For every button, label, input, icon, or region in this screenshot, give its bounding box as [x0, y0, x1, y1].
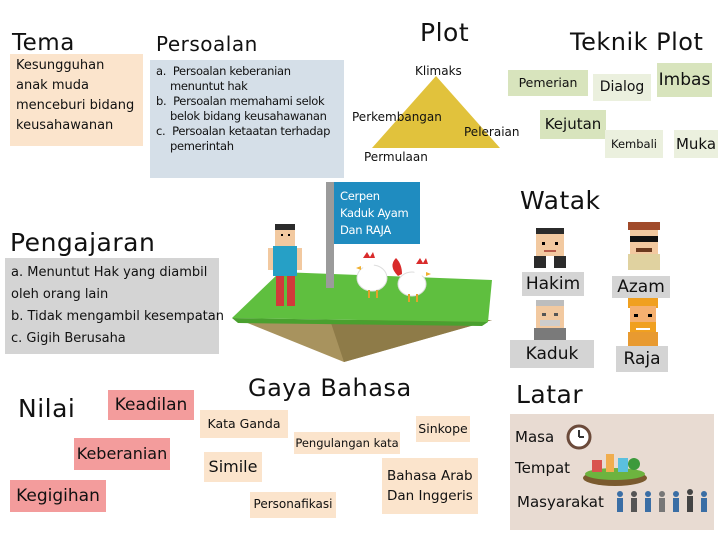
tema-line: menceburi bidang — [16, 98, 135, 113]
latar-box: Masa Tempat Masyarakat — [510, 414, 714, 530]
flag-pole — [326, 182, 334, 288]
clock-icon — [566, 424, 592, 450]
pengajaran-line: c. Gigih Berusaha — [11, 331, 126, 346]
plot-perkembangan: Perkembangan — [352, 110, 442, 124]
tema-box: Kesungguhan anak muda menceburi bidang k… — [10, 54, 143, 146]
persoalan-text: Persoalan memahami selok — [173, 94, 325, 108]
pengajaran-box: a. Menuntut Hak yang diambil oleh orang … — [5, 258, 224, 354]
chicken-left — [356, 252, 388, 298]
persoalan-item-c: c. Persoalan ketaatan terhadap — [156, 124, 340, 139]
chicken-right — [392, 258, 431, 302]
island-earth-shade — [330, 320, 492, 362]
pengajaran-line: a. Menuntut Hak yang diambil — [11, 265, 208, 280]
nilai-tag-keberanian: Keberanian — [74, 438, 170, 470]
gaya-tag-personafikasi: Personafikasi — [250, 492, 336, 518]
pengajaran-line: oleh orang lain — [11, 287, 109, 302]
tema-line: Kesungguhan — [16, 58, 105, 73]
watak-name-kaduk: Kaduk — [510, 340, 594, 368]
raja-avatar — [628, 298, 658, 346]
persoalan-text: Persoalan keberanian — [172, 64, 291, 78]
watak-name-hakim: Hakim — [522, 272, 584, 296]
kaduk-avatar — [534, 300, 566, 340]
persoalan-text: menuntut hak — [170, 79, 248, 93]
persoalan-text: belok bidang keusahawanan — [170, 109, 327, 123]
nilai-heading: Nilai — [18, 394, 76, 423]
flag-line: Cerpen — [340, 189, 380, 203]
teknik-tag-imbas: Imbas — [657, 63, 712, 97]
gaya-bahasa-heading: Gaya Bahasa — [248, 374, 412, 402]
persoalan-box: a. Persoalan keberanian menuntut hak b. … — [150, 60, 344, 178]
persoalan-text: Persoalan ketaatan terhadap — [172, 124, 331, 138]
persoalan-marker: c. — [156, 124, 166, 138]
tema-heading: Tema — [12, 30, 75, 56]
watak-name-azam: Azam — [612, 276, 670, 298]
nilai-tag-keadilan: Keadilan — [108, 390, 194, 420]
teknik-plot-heading: Teknik Plot — [570, 28, 704, 56]
center-island-illustration — [232, 182, 492, 362]
plot-klimaks: Klimaks — [415, 64, 462, 78]
plot-peleraian: Peleraian — [464, 125, 520, 139]
teknik-tag-kejutan: Kejutan — [540, 110, 606, 139]
people-icon — [617, 489, 707, 512]
pengajaran-heading: Pengajaran — [10, 228, 156, 257]
gaya-tag-simile: Simile — [204, 452, 262, 482]
watak-heading: Watak — [520, 186, 601, 215]
teknik-tag-pemerian: Pemerian — [508, 70, 588, 96]
latar-heading: Latar — [516, 380, 584, 409]
persoalan-item-b: b. Persoalan memahami selok — [156, 94, 340, 109]
tema-line: keusahawanan — [16, 118, 114, 133]
watak-name-raja: Raja — [616, 346, 668, 372]
plot-permulaan: Permulaan — [364, 150, 428, 164]
island-grass — [232, 272, 492, 322]
plot-triangle — [372, 76, 500, 148]
gaya-tag-line: Bahasa Arab — [387, 468, 473, 484]
flag-line: Kaduk Ayam — [340, 206, 409, 220]
island-grass-edge — [232, 318, 488, 326]
azam-avatar — [628, 222, 660, 270]
gaya-tag-kata-ganda: Kata Ganda — [200, 410, 288, 438]
persoalan-marker: a. — [156, 64, 167, 78]
pengajaran-line: b. Tidak mengambil kesempatan — [11, 309, 224, 324]
persoalan-item-a: a. Persoalan keberanian — [156, 64, 340, 79]
hakim-avatar — [534, 228, 566, 268]
gaya-tag-pengulangan-kata: Pengulangan kata — [294, 432, 400, 454]
teknik-tag-dialog: Dialog — [593, 74, 651, 101]
town-icon — [583, 454, 647, 486]
persoalan-heading: Persoalan — [156, 32, 258, 56]
flag-line: Dan RAJA — [340, 223, 391, 237]
gaya-tag-line: Dan Inggeris — [387, 488, 473, 504]
story-flag: Cerpen Kaduk Ayam Dan RAJA — [334, 182, 420, 244]
tema-line: anak muda — [16, 78, 89, 93]
persoalan-marker: b. — [156, 94, 167, 108]
nilai-tag-kegigihan: Kegigihan — [10, 480, 106, 512]
latar-tempat: Tempat — [515, 459, 571, 477]
latar-masyarakat: Masyarakat — [517, 493, 604, 511]
persoalan-text: pemerintah — [170, 139, 234, 153]
plot-heading: Plot — [420, 18, 470, 47]
teknik-tag-kembali: Kembali — [605, 130, 663, 158]
gaya-tag-bahasa-arab: Bahasa Arab Dan Inggeris — [382, 458, 478, 514]
latar-masa: Masa — [515, 428, 555, 446]
plot-triangle-shape — [372, 76, 500, 148]
person-figure — [268, 224, 302, 306]
teknik-tag-muka: Muka — [674, 130, 718, 158]
gaya-tag-sinkope: Sinkope — [416, 416, 470, 442]
